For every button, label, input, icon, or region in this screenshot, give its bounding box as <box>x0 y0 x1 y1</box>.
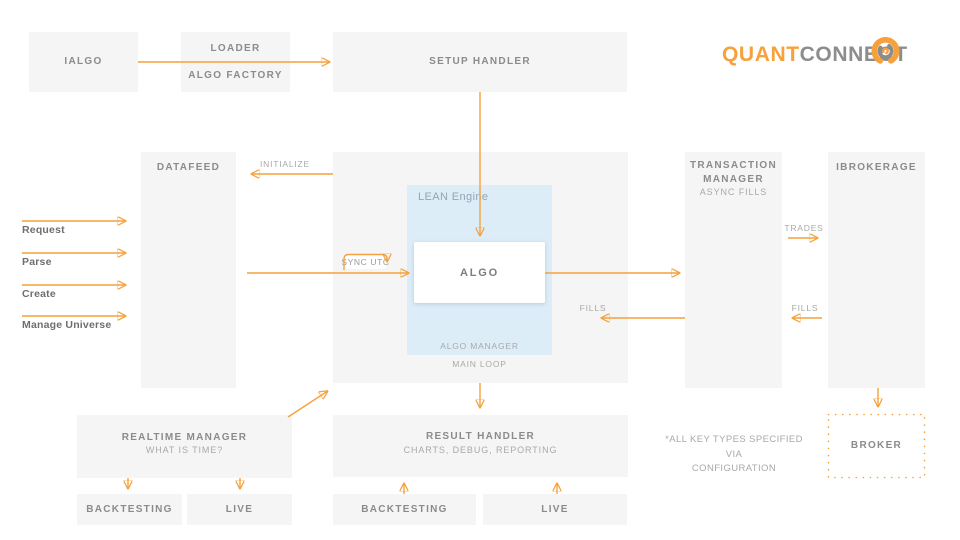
broker-title: BROKER <box>850 440 903 452</box>
what-is-time-subtitle: WHAT IS TIME? <box>145 445 224 456</box>
charts-debug-reporting-subtitle: CHARTS, DEBUG, REPORTING <box>403 444 558 455</box>
result-handler-box: RESULT HANDLER CHARTS, DEBUG, REPORTING <box>333 415 628 477</box>
backtesting-center-box: BACKTESTING <box>333 494 476 525</box>
realtime-manager-box: REALTIME MANAGER WHAT IS TIME? <box>77 415 292 478</box>
loader-title: LOADER <box>210 43 261 54</box>
quantconnect-swirl-icon <box>871 37 900 65</box>
transaction-manager-box: TRANSACTION MANAGER ASYNC FILLS <box>685 152 782 388</box>
loader-algo-factory-box: LOADER ALGO FACTORY <box>181 32 290 92</box>
backtesting-left-title: BACKTESTING <box>86 503 173 515</box>
request-label: Request <box>22 224 65 236</box>
result-handler-title: RESULT HANDLER <box>425 431 536 443</box>
setup-handler-box: SETUP HANDLER <box>333 32 627 92</box>
live-left-title: LIVE <box>225 503 254 515</box>
backtesting-center-title: BACKTESTING <box>361 503 448 515</box>
transaction-manager-title-line1: TRANSACTION <box>689 160 778 171</box>
manage-universe-label: Manage Universe <box>22 319 112 331</box>
initialize-label: INITIALIZE <box>259 159 311 169</box>
main-loop-label: MAIN LOOP <box>452 359 507 369</box>
create-label: Create <box>22 288 56 300</box>
parse-label: Parse <box>22 256 52 268</box>
live-left-box: LIVE <box>187 494 292 525</box>
backtesting-left-box: BACKTESTING <box>77 494 182 525</box>
algo-factory-title: ALGO FACTORY <box>188 69 283 81</box>
lean-engine-title: LEAN Engine <box>418 191 489 203</box>
transaction-manager-title-line2: MANAGER <box>703 173 764 185</box>
realtime-manager-title: REALTIME MANAGER <box>121 431 248 443</box>
sync-utc-label: SYNC UTC <box>341 255 390 269</box>
configuration-footnote: *ALL KEY TYPES SPECIFIED VIA CONFIGURATI… <box>660 433 808 477</box>
setup-handler-title: SETUP HANDLER <box>429 56 531 68</box>
async-fills-subtitle: ASYNC FILLS <box>699 187 768 197</box>
fills-outer-label: FILLS <box>791 303 819 313</box>
fills-inner-label: FILLS <box>579 303 607 313</box>
live-center-box: LIVE <box>483 494 627 525</box>
ialgo-box: IALGO <box>29 32 138 92</box>
ialgo-title: IALGO <box>64 56 103 68</box>
live-center-title: LIVE <box>541 503 569 515</box>
broker-box: BROKER <box>828 414 925 478</box>
footnote-line1: *ALL KEY TYPES SPECIFIED VIA <box>665 434 803 460</box>
ibrokerage-title: IBROKERAGE <box>836 162 917 173</box>
algo-title: ALGO <box>460 266 499 279</box>
algo-box: ALGO <box>414 242 545 303</box>
ibrokerage-box: IBROKERAGE <box>828 152 925 388</box>
trades-label: TRADES <box>784 223 824 233</box>
arrow-realtime-manager-to-main-loop <box>287 392 327 418</box>
footnote-line2: CONFIGURATION <box>691 463 777 474</box>
datafeed-title: DATAFEED <box>156 162 221 173</box>
algo-manager-label: ALGO MANAGER <box>440 341 519 351</box>
datafeed-box: DATAFEED <box>141 152 236 388</box>
